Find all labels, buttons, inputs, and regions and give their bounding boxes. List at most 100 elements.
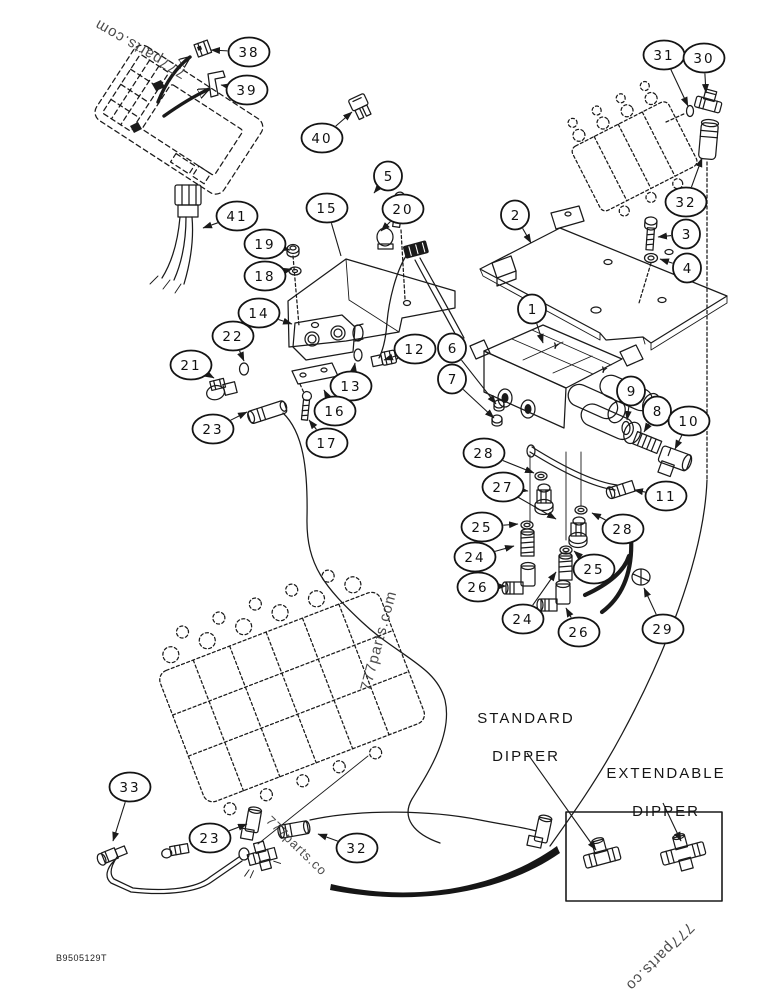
upper-control-valve-outline [567,80,698,217]
callout-20[interactable]: 20 [381,193,425,225]
callout-leader [502,459,535,474]
svg-text:32: 32 [675,195,696,211]
hose-arc [582,553,632,598]
callout-leader [461,359,497,405]
part-1-valve-assembly: Y Y [469,324,661,445]
callout-19[interactable]: 19 [243,228,287,260]
svg-text:8: 8 [653,404,662,420]
callout-8[interactable]: 8 [642,395,672,427]
callout-41[interactable]: 41 [215,200,259,232]
part-9-oring [621,420,631,436]
leader-line [515,495,557,520]
callout-1[interactable]: 1 [517,293,547,325]
fitting-column-right [536,505,588,612]
lower-control-valve-outline [159,569,426,816]
svg-text:21: 21 [180,358,201,374]
callout-32[interactable]: 32 [664,186,708,218]
svg-text:30: 30 [693,51,714,67]
svg-text:11: 11 [655,489,676,505]
callout-32[interactable]: 32 [335,832,379,864]
callout-14[interactable]: 14 [237,297,281,329]
standard-dipper-line2: DIPPER [492,748,560,765]
callout-17[interactable]: 17 [305,427,349,459]
callout-11[interactable]: 11 [644,480,688,512]
svg-text:31: 31 [653,48,674,64]
svg-text:12: 12 [404,342,425,358]
callout-25[interactable]: 25 [460,511,504,543]
callout-leader [278,317,293,325]
callout-29[interactable]: 29 [641,613,685,645]
part-41-connector [149,184,202,294]
callout-26[interactable]: 26 [557,616,601,648]
callout-40[interactable]: 40 [300,122,344,154]
part-29-cap [631,568,651,586]
callout-30[interactable]: 30 [682,42,726,74]
svg-text:25: 25 [471,520,492,536]
svg-text:1: 1 [528,302,537,318]
callout-leader [380,221,391,232]
callout-28[interactable]: 28 [601,513,645,545]
callout-leader [317,833,338,842]
callout-leader [210,46,228,54]
steel-tube [529,446,618,491]
callout-7[interactable]: 7 [437,363,467,395]
svg-text:32: 32 [346,841,367,857]
callout-3[interactable]: 3 [671,218,701,250]
part-30-tee [693,88,723,114]
hose [414,257,465,342]
callout-21[interactable]: 21 [169,349,213,381]
callout-12[interactable]: 12 [393,333,437,365]
callout-23[interactable]: 23 [188,822,232,854]
svg-text:25: 25 [583,562,604,578]
part-17-bolt [300,390,313,421]
svg-text:15: 15 [316,201,337,217]
callout-leader [633,488,646,496]
callout-leader [657,232,672,240]
callout-leader [308,419,318,430]
callout-5[interactable]: 5 [373,160,403,192]
svg-text:39: 39 [236,83,257,99]
callout-24[interactable]: 24 [501,603,545,635]
callout-28[interactable]: 28 [462,437,506,469]
callout-16[interactable]: 16 [313,395,357,427]
callout-10[interactable]: 10 [667,405,711,437]
callout-leader [532,571,557,606]
callout-27[interactable]: 27 [481,471,525,503]
callout-leader [670,69,689,107]
callout-31[interactable]: 31 [642,39,686,71]
svg-text:33: 33 [119,780,140,796]
callout-9[interactable]: 9 [616,375,646,407]
callout-15[interactable]: 15 [305,192,349,224]
svg-text:26: 26 [568,625,589,641]
callout-18[interactable]: 18 [243,260,287,292]
part-8-nipple [632,431,663,455]
svg-text:6: 6 [448,341,457,357]
callout-leader [643,422,652,433]
callout-leader [282,267,293,275]
callout-13[interactable]: 13 [329,370,373,402]
part-13-oring [353,348,363,362]
svg-text:20: 20 [392,202,413,218]
svg-text:23: 23 [202,422,223,438]
callout-4[interactable]: 4 [672,252,702,284]
svg-text:19: 19 [254,237,275,253]
callout-6[interactable]: 6 [437,332,467,364]
callout-38[interactable]: 38 [227,36,271,68]
callout-39[interactable]: 39 [225,74,269,106]
valve-mark-y: Y [551,341,560,352]
callout-33[interactable]: 33 [108,771,152,803]
callout-leader [536,323,544,344]
callout-2[interactable]: 2 [500,199,530,231]
callout-leader [674,435,683,450]
callout-leader [462,388,495,419]
panel-arrow [156,55,192,104]
callout-26[interactable]: 26 [456,571,500,603]
callout-22[interactable]: 22 [211,320,255,352]
svg-text:38: 38 [238,45,259,61]
callout-23[interactable]: 23 [191,413,235,445]
svg-text:40: 40 [311,131,332,147]
part-38-connector [193,39,213,58]
callout-25[interactable]: 25 [572,553,616,585]
callout-24[interactable]: 24 [453,541,497,573]
panel-switch [152,80,165,91]
